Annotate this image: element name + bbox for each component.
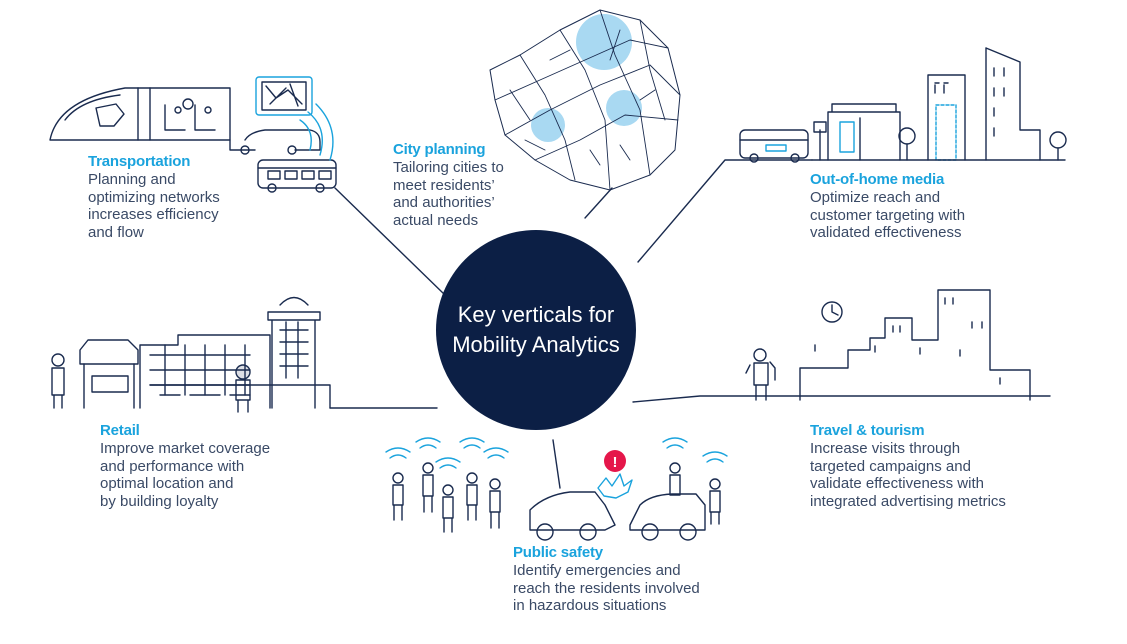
description-line: and performance with [100,457,245,475]
description-line: in hazardous situations [513,597,667,614]
vertical-travel-tourism: Travel & tourism Increase visits through… [810,422,1006,510]
description-line: customer targeting with [810,206,966,224]
vertical-title: Travel & tourism [810,422,925,439]
description-line: by building loyalty [100,492,219,510]
description-line: Improve market coverage [100,440,271,457]
description-line: validate effectiveness with [810,475,984,492]
alert-mark: ! [613,454,618,471]
description-line: meet residents’ [393,176,495,194]
description-line: Identify emergencies and [513,562,681,579]
description-line: Tailoring cities to [393,159,504,176]
vertical-public-safety: Public safety Identify emergencies and r… [513,544,700,615]
description-line: Planning and [88,171,176,188]
vertical-city-planning: City planning Tailoring cities to meet r… [393,141,504,229]
vertical-description: Identify emergencies and reach the resid… [513,562,700,615]
signal-waves [385,437,728,469]
vertical-title: Transportation [88,153,191,170]
vertical-transportation: Transportation Planning and optimizing n… [88,153,220,241]
description-line: optimal location and [100,475,234,492]
description-line: optimizing networks [88,188,220,206]
hub-title-line-2: Mobility Analytics [452,332,620,357]
description-line: Increase visits through [810,440,961,457]
hub-circle: Key verticals for Mobility Analytics [436,230,636,430]
retail-street-illustration [51,296,331,413]
vertical-title: City planning [393,141,486,158]
description-line: integrated advertising metrics [810,492,1006,510]
vertical-description: Optimize reach and customer targeting wi… [810,189,965,242]
vertical-title: Out-of-home media [810,171,945,188]
vertical-description: Improve market coverage and performance … [100,440,270,510]
alert-icon [604,450,626,472]
vertical-description: Tailoring cities to meet residents’ and … [393,159,504,229]
description-line: increases efficiency [88,206,219,223]
vertical-title: Retail [100,422,140,439]
vertical-out-of-home-media: Out-of-home media Optimize reach and cus… [810,171,965,242]
connector-lines [329,159,1051,489]
description-line: and authorities’ [393,194,495,211]
description-line: reach the residents involved [513,579,700,597]
vertical-title: Public safety [513,544,603,561]
vertical-retail: Retail Improve market coverage and perfo… [100,422,270,510]
description-line: Optimize reach and [810,189,941,206]
city-map-illustration [489,9,681,191]
street-scene-illustration [739,47,1067,163]
description-line: validated effectiveness [810,224,962,241]
train-and-bus-illustration [49,76,337,193]
travel-skyline-illustration [745,289,1031,401]
description-line: actual needs [393,211,479,229]
hub-title-line-1: Key verticals for [457,302,615,327]
description-line: targeted campaigns and [810,457,971,475]
people-with-phones [392,462,721,533]
public-safety-illustration [385,437,728,541]
vertical-description: Planning and optimizing networks increas… [88,171,220,241]
vertical-description: Increase visits through targeted campaig… [810,440,1006,510]
description-line: and flow [88,223,144,241]
